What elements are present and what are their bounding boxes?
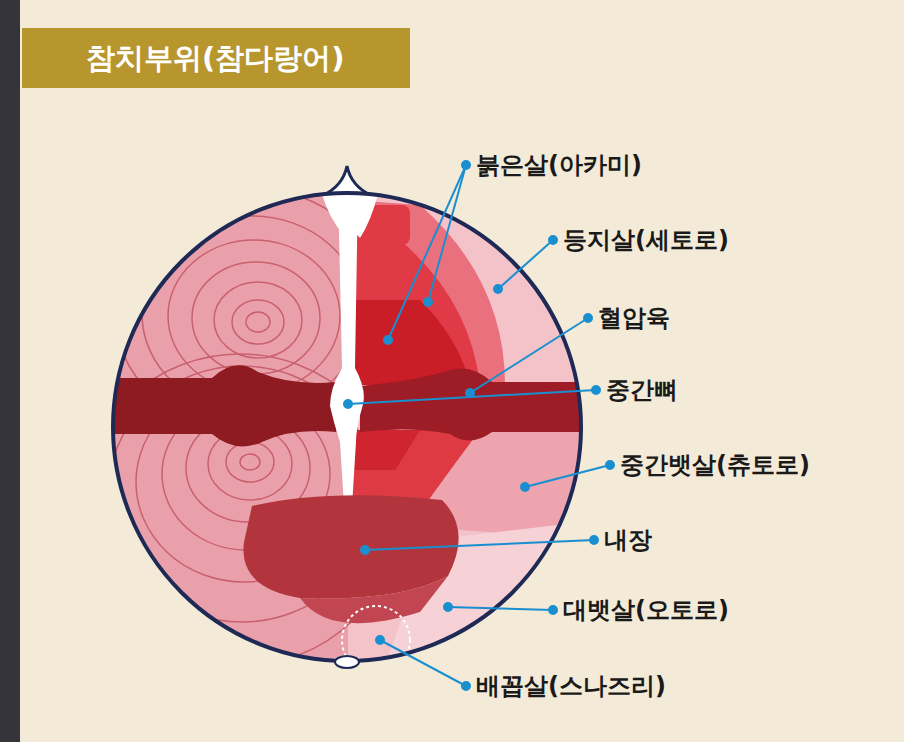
body-outline	[113, 193, 581, 661]
part-label: 붉은살(아카미)	[476, 151, 642, 180]
part-label: 중간뱃살(츄토로)	[620, 451, 810, 480]
part-label: 혈압육	[598, 304, 670, 333]
flesh	[80, 180, 600, 680]
part-label: 대뱃살(오토로)	[563, 596, 729, 625]
part-label: 내장	[604, 526, 652, 555]
title: 참치부위(참다랑어)	[86, 41, 345, 76]
side-strip	[0, 0, 20, 742]
title-bar	[22, 28, 410, 88]
part-label: 배꼽살(스나즈리)	[476, 672, 666, 701]
part-label: 중간뼈	[606, 376, 678, 405]
part-label: 등지살(세토로)	[563, 226, 729, 255]
navel-notch	[335, 656, 359, 668]
